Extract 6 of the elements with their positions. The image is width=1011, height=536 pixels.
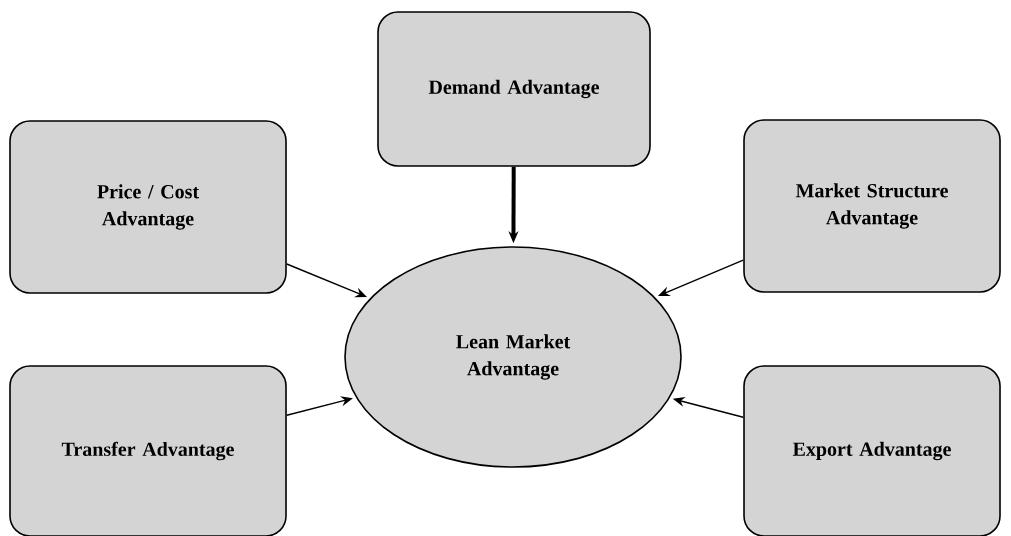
rounded-box: Market Structure Advantage: [743, 119, 1001, 293]
rounded-box: Demand Advantage: [377, 11, 651, 167]
rounded-box: Export Advantage: [743, 365, 1001, 536]
rounded-box: Price / Cost Advantage: [9, 120, 287, 294]
rounded-box: Transfer Advantage: [9, 365, 287, 536]
ellipse-node: Lean Market Advantage: [344, 246, 682, 468]
